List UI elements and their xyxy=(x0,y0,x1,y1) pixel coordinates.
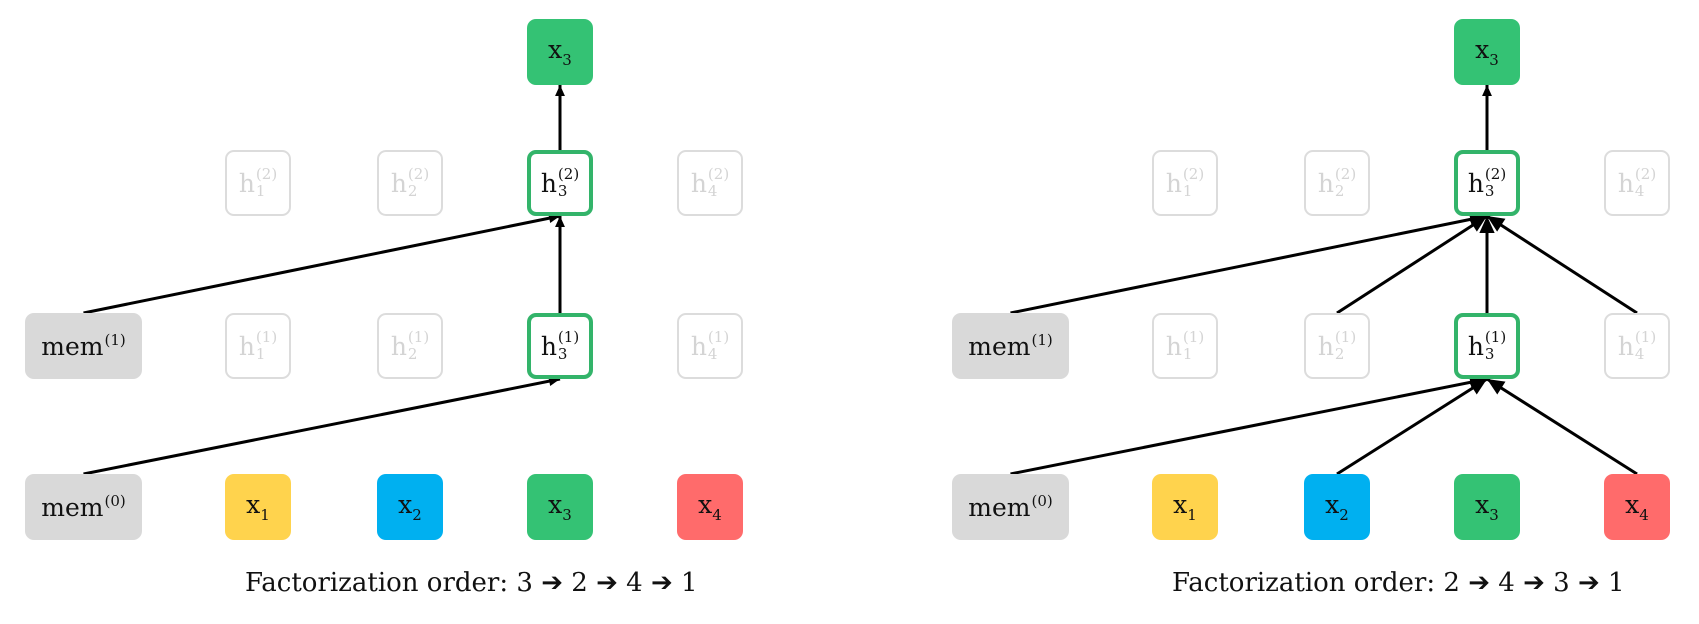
panel1-h4-layer2: h(2)4 xyxy=(677,150,743,216)
panel2-h4-layer2: h(2)4 xyxy=(1604,150,1670,216)
panel1-h1-layer2-label: h(2)1 xyxy=(238,165,278,200)
panel1-input-x3: x3 xyxy=(527,474,593,540)
panel2-caption-arrow-icon: ➔ xyxy=(1569,568,1600,598)
panel2-h3-layer2: h(2)3 xyxy=(1454,150,1520,216)
panel2-input-x1: x1 xyxy=(1152,474,1218,540)
panel1-input-x4-label: x4 xyxy=(698,489,722,524)
panel1-caption-arrow-icon: ➔ xyxy=(532,568,563,598)
panel1-input-x1-label: x1 xyxy=(246,489,270,524)
panel2-edge-h3_1-to-h3-2-head xyxy=(1479,216,1495,233)
panel1-h4-layer2-label: h(2)4 xyxy=(690,165,730,200)
panel2-h3-layer1-label: h(1)3 xyxy=(1467,328,1507,363)
panel1-h1-layer2: h(2)1 xyxy=(225,150,291,216)
panel1-edge-h3-2-to-output-head xyxy=(555,85,565,96)
panel1-input-x2-label: x2 xyxy=(398,489,422,524)
panel2-h3-layer1: h(1)3 xyxy=(1454,313,1520,379)
panel1-h1-layer1: h(1)1 xyxy=(225,313,291,379)
panel2-h2-layer2: h(2)2 xyxy=(1304,150,1370,216)
panel2-h1-layer1-label: h(1)1 xyxy=(1165,328,1205,363)
panel2-input-x4-label: x4 xyxy=(1625,489,1649,524)
panel2-edge-h3-2-to-output-head xyxy=(1482,85,1492,96)
panel1-output-x3: x3 xyxy=(527,19,593,85)
panel2-mem1-box: mem(1) xyxy=(952,313,1069,379)
panel2-caption-order-2: 4 xyxy=(1490,568,1515,598)
panel2-caption-arrow-icon: ➔ xyxy=(1514,568,1545,598)
panel1-caption-order-3: 4 xyxy=(617,568,643,598)
panel2-edge-mem0-to-h3-1 xyxy=(1010,377,1488,476)
panel2-h2-layer2-label: h(2)2 xyxy=(1317,165,1357,200)
panel1-h3-layer1-label: h(1)3 xyxy=(540,328,580,363)
panel2-caption-arrow-icon: ➔ xyxy=(1459,568,1490,598)
panel1-caption-order-2: 2 xyxy=(563,568,588,598)
panel1-h3-layer2-label: h(2)3 xyxy=(540,165,580,200)
panel1-caption-order-4: 1 xyxy=(672,568,698,598)
panel2-caption-order-3: 3 xyxy=(1544,568,1570,598)
panel1-mem1-box-label: mem(1) xyxy=(41,331,126,361)
panel2-h2-layer1-label: h(1)2 xyxy=(1317,328,1357,363)
panel2-factorization-caption: Factorization order: 2 ➔ 4 ➔ 3 ➔ 1 xyxy=(1172,568,1625,598)
panel1-mem1-box: mem(1) xyxy=(25,313,142,379)
panel1-h2-layer2-label: h(2)2 xyxy=(390,165,430,200)
panel1-output-x3-label: x3 xyxy=(548,34,572,69)
panel2-h1-layer2: h(2)1 xyxy=(1152,150,1218,216)
panel1-h2-layer2: h(2)2 xyxy=(377,150,443,216)
panel2-h2-layer1: h(1)2 xyxy=(1304,313,1370,379)
panel2-h1-layer2-label: h(2)1 xyxy=(1165,165,1205,200)
panel1-caption-prefix: Factorization order: xyxy=(245,568,509,598)
panel2-output-x3: x3 xyxy=(1454,19,1520,85)
panel1-mem0-box: mem(0) xyxy=(25,474,142,540)
panel1-mem0-box-label: mem(0) xyxy=(41,492,126,522)
panel2-h4-layer1-label: h(1)4 xyxy=(1617,328,1657,363)
panel2-input-x1-label: x1 xyxy=(1173,489,1197,524)
panel2-h1-layer1: h(1)1 xyxy=(1152,313,1218,379)
panel2-edge-x4-to-h3-1 xyxy=(1486,377,1638,476)
panel1-h3-layer1: h(1)3 xyxy=(527,313,593,379)
panel1-h2-layer1: h(1)2 xyxy=(377,313,443,379)
panel2-input-x2-label: x2 xyxy=(1325,489,1349,524)
panel2-mem0-box-label: mem(0) xyxy=(968,492,1053,522)
panel2-mem1-box-label: mem(1) xyxy=(968,331,1053,361)
panel2-input-x4: x4 xyxy=(1604,474,1670,540)
panel1-input-x1: x1 xyxy=(225,474,291,540)
panel2-caption-order-1: 2 xyxy=(1435,568,1460,598)
panel2-edge-h4_1-to-h3-2 xyxy=(1486,214,1638,315)
panel2-input-x2: x2 xyxy=(1304,474,1370,540)
panel2-edge-h4_1-to-h3-2-head xyxy=(1487,216,1506,232)
panel1-caption-order-1: 3 xyxy=(508,568,533,598)
panel2-mem0-box: mem(0) xyxy=(952,474,1069,540)
panel1-input-x2: x2 xyxy=(377,474,443,540)
panel1-h4-layer1: h(1)4 xyxy=(677,313,743,379)
panel2-input-x3: x3 xyxy=(1454,474,1520,540)
panel2-edge-x2-to-h3-1 xyxy=(1336,377,1488,476)
panel2-h4-layer1: h(1)4 xyxy=(1604,313,1670,379)
panel1-caption-arrow-icon: ➔ xyxy=(587,568,618,598)
panel1-edge-mem1-to-h3-2 xyxy=(83,214,561,315)
panel1-input-x3-label: x3 xyxy=(548,489,572,524)
panel1-edge-mem0-to-h3-1 xyxy=(83,377,561,476)
panel1-factorization-caption: Factorization order: 3 ➔ 2 ➔ 4 ➔ 1 xyxy=(245,568,698,598)
panel1-h3-layer2: h(2)3 xyxy=(527,150,593,216)
panel1-h2-layer1-label: h(1)2 xyxy=(390,328,430,363)
panel2-caption-prefix: Factorization order: xyxy=(1172,568,1436,598)
panel2-input-x3-label: x3 xyxy=(1475,489,1499,524)
panel1-h1-layer1-label: h(1)1 xyxy=(238,328,278,363)
panel2-h3-layer2-label: h(2)3 xyxy=(1467,165,1507,200)
panel2-edge-mem1-to-h3-2 xyxy=(1010,214,1488,315)
panel2-edge-h2_1-to-h3-2 xyxy=(1336,214,1488,315)
panel1-h4-layer1-label: h(1)4 xyxy=(690,328,730,363)
panel2-edge-x4-to-h3-1-head xyxy=(1487,379,1506,395)
panel2-edge-x2-to-h3-1-head xyxy=(1468,379,1487,395)
panel2-h4-layer2-label: h(2)4 xyxy=(1617,165,1657,200)
panel1-input-x4: x4 xyxy=(677,474,743,540)
panel2-caption-order-4: 1 xyxy=(1599,568,1625,598)
panel1-edge-h3_1-to-h3-2-head xyxy=(555,216,565,227)
panel2-edge-h2_1-to-h3-2-head xyxy=(1468,216,1487,232)
panel1-caption-arrow-icon: ➔ xyxy=(642,568,673,598)
panel2-output-x3-label: x3 xyxy=(1475,34,1499,69)
